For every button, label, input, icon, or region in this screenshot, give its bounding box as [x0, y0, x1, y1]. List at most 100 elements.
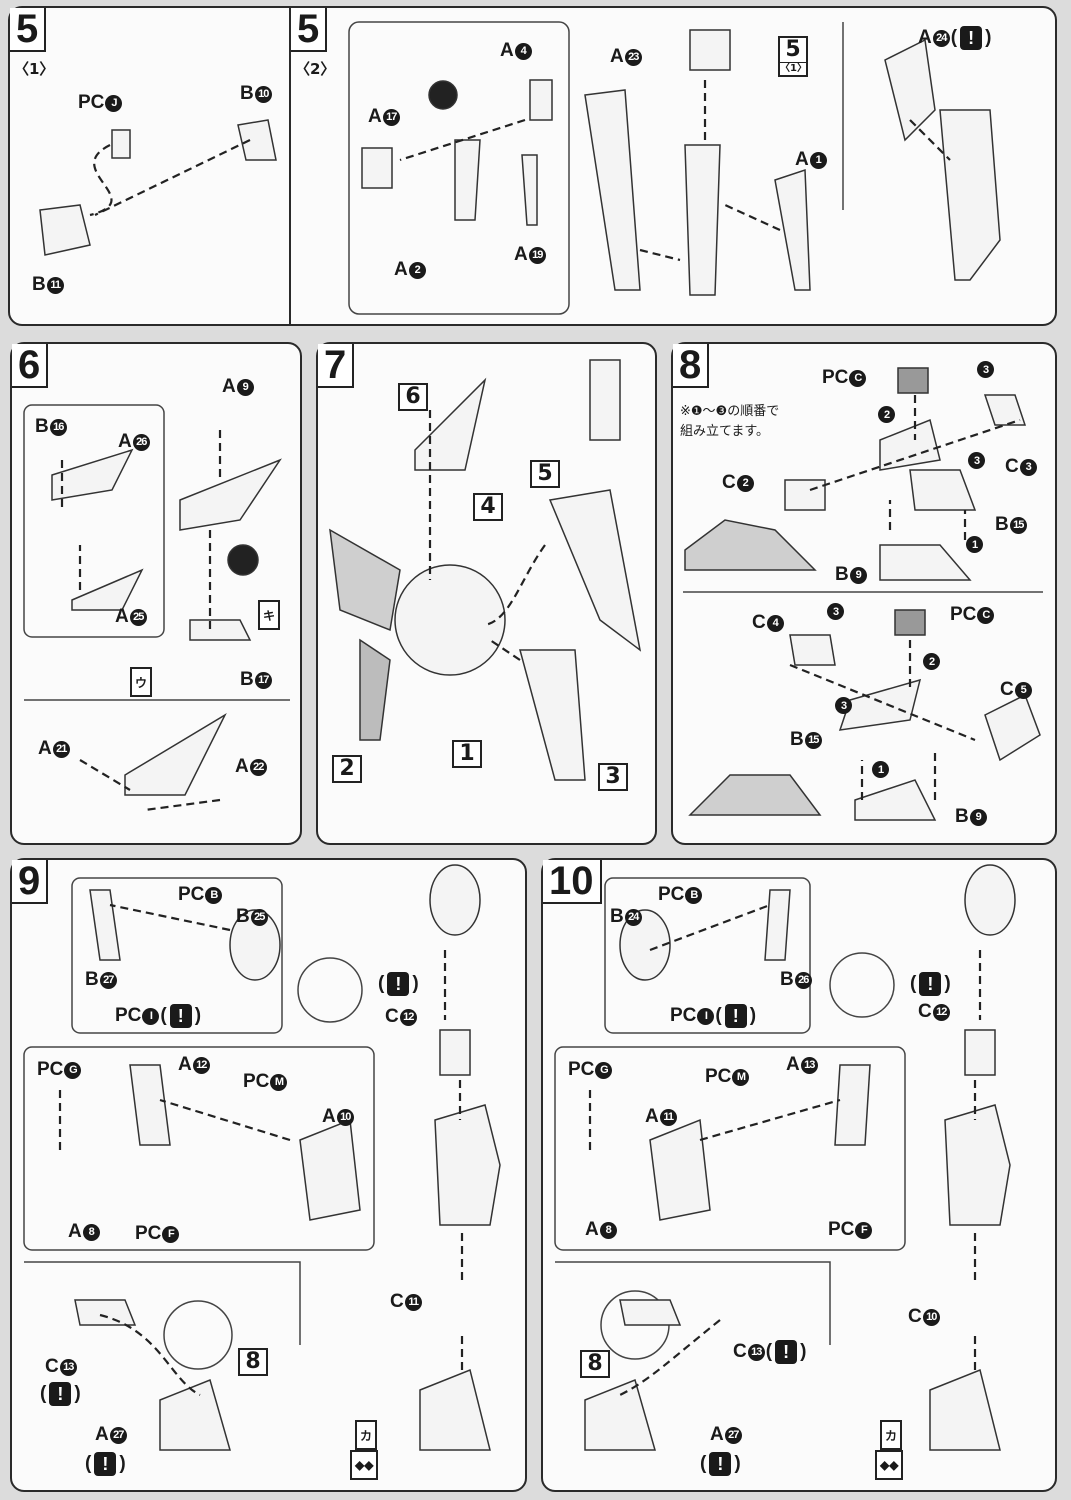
- part-number: 9: [849, 566, 867, 584]
- part-label: 1: [966, 536, 983, 553]
- part-runner: B: [790, 729, 804, 750]
- part-number: I: [142, 1007, 160, 1025]
- part-number: 23: [624, 48, 642, 66]
- part-number: 15: [804, 731, 822, 749]
- part-number: 2: [878, 406, 895, 423]
- caution-icon: !: [960, 26, 983, 50]
- part-number: 19: [528, 246, 546, 264]
- part-runner: C: [733, 1341, 747, 1362]
- part-number: 1: [966, 536, 983, 553]
- part-number: 27: [109, 1426, 127, 1444]
- part-runner: A: [918, 27, 932, 48]
- part-number: 24: [624, 908, 642, 926]
- step-number: 5: [291, 8, 328, 52]
- part-number: 11: [404, 1293, 422, 1311]
- part-runner: B: [240, 669, 254, 690]
- part-label: (!): [700, 1452, 741, 1476]
- step-number: 7: [318, 344, 355, 388]
- part-runner: A: [222, 376, 236, 397]
- part-number: J: [105, 94, 123, 112]
- part-number: 3: [977, 361, 994, 378]
- part-runner: A: [786, 1054, 800, 1075]
- part-number: 12: [932, 1003, 950, 1021]
- part-runner: B: [236, 906, 250, 927]
- part-runner: PC: [568, 1059, 595, 1080]
- part-runner: PC: [78, 92, 105, 113]
- seal-marker-icon: キ: [258, 600, 281, 630]
- part-runner: PC: [243, 1071, 270, 1092]
- part-number: 25: [250, 908, 268, 926]
- part-runner: C: [918, 1001, 932, 1022]
- part-runner: A: [38, 738, 52, 759]
- part-number: B: [205, 886, 223, 904]
- step-number: 10: [543, 860, 602, 904]
- part-runner: PC: [828, 1219, 855, 1240]
- part-runner: C: [1005, 456, 1019, 477]
- part-number: M: [270, 1073, 288, 1091]
- part-number: 2: [736, 474, 754, 492]
- seal-marker-icon: ◆◆: [875, 1450, 904, 1480]
- step-8-note: ※❶～❸の順番で組み立てます。: [680, 402, 779, 442]
- sub-assembly-number: 4: [473, 493, 503, 521]
- part-label: 3: [827, 603, 844, 620]
- sub-assembly-number: 1: [452, 740, 482, 768]
- caution-icon: !: [94, 1452, 117, 1476]
- part-number: 10: [922, 1308, 940, 1326]
- part-runner: A: [115, 606, 129, 627]
- part-number: 27: [724, 1426, 742, 1444]
- part-runner: PC: [115, 1005, 142, 1026]
- part-number: 27: [99, 971, 117, 989]
- part-label: カ: [880, 1420, 903, 1450]
- seal-marker-icon: ウ: [130, 667, 153, 697]
- part-number: 4: [766, 614, 784, 632]
- part-label: 1: [872, 761, 889, 778]
- seal-marker-icon: カ: [355, 1420, 378, 1450]
- part-number: 21: [52, 740, 70, 758]
- step-number: 8: [673, 344, 710, 388]
- part-runner: PC: [658, 884, 685, 905]
- part-number: F: [162, 1225, 180, 1243]
- part-runner: PC: [670, 1005, 697, 1026]
- part-number: 10: [254, 85, 272, 103]
- part-runner: PC: [135, 1223, 162, 1244]
- reference-step: 5: [785, 37, 801, 62]
- sub-frames: [23, 21, 1043, 1370]
- part-label: 2: [923, 653, 940, 670]
- part-number: 15: [1009, 516, 1027, 534]
- part-number: 26: [794, 971, 812, 989]
- part-runner: C: [908, 1306, 922, 1327]
- caution-icon: !: [169, 1004, 192, 1028]
- part-runner: C: [1000, 679, 1014, 700]
- part-runner: A: [500, 40, 514, 61]
- part-runner: A: [368, 106, 382, 127]
- part-number: B: [685, 886, 703, 904]
- part-number: M: [732, 1068, 750, 1086]
- sub-step: 〈1〉: [14, 60, 55, 78]
- caution-icon: !: [775, 1340, 798, 1364]
- part-number: F: [855, 1221, 873, 1239]
- part-number: 25: [129, 608, 147, 626]
- part-runner: PC: [822, 367, 849, 388]
- note-line: ※❶～❸の順番で: [680, 404, 780, 419]
- part-label: (!): [910, 972, 951, 996]
- part-runner: B: [610, 906, 624, 927]
- step-8-reference: 8: [580, 1350, 610, 1378]
